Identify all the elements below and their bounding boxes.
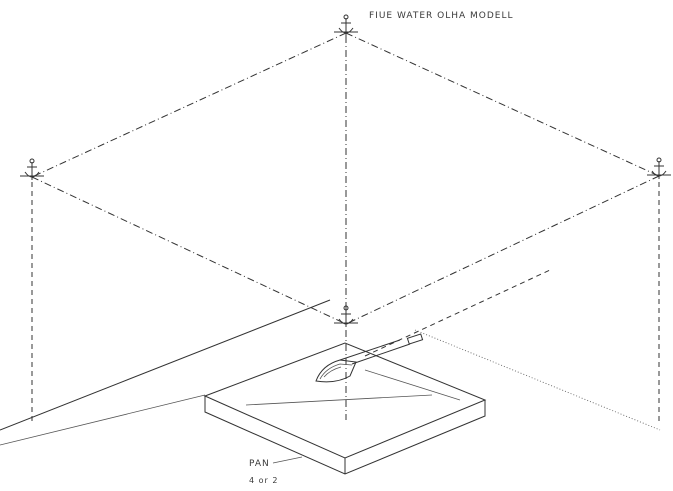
anchor-icon xyxy=(334,14,358,36)
pan-leader-line xyxy=(272,456,303,464)
pan-label: PAN xyxy=(249,459,270,469)
mooring-line-right-bottom xyxy=(345,175,660,325)
floor-lines xyxy=(0,269,661,446)
pan-sub-label: 4 or 2 xyxy=(249,476,278,485)
anchor-icon xyxy=(647,157,671,179)
mooring-line-top-right xyxy=(345,32,660,177)
mooring-line-left-bottom xyxy=(31,176,347,325)
floor-line-far-left xyxy=(0,394,206,446)
pan-box xyxy=(203,342,487,475)
floor-line-right xyxy=(414,329,661,431)
boat-icon xyxy=(315,333,424,383)
floor-line-back xyxy=(364,269,551,357)
anchor-icon xyxy=(20,158,44,180)
mooring-lines xyxy=(31,32,660,325)
top-note-label: FIUE WATER OLHA MODELL xyxy=(369,11,514,21)
pan-inner-line xyxy=(245,394,433,406)
floor-line-left xyxy=(0,299,331,431)
anchor-icon xyxy=(334,305,358,327)
pan-inner-line-2 xyxy=(364,369,461,401)
vertical-posts xyxy=(31,36,660,425)
mooring-line-top-left xyxy=(31,32,347,178)
